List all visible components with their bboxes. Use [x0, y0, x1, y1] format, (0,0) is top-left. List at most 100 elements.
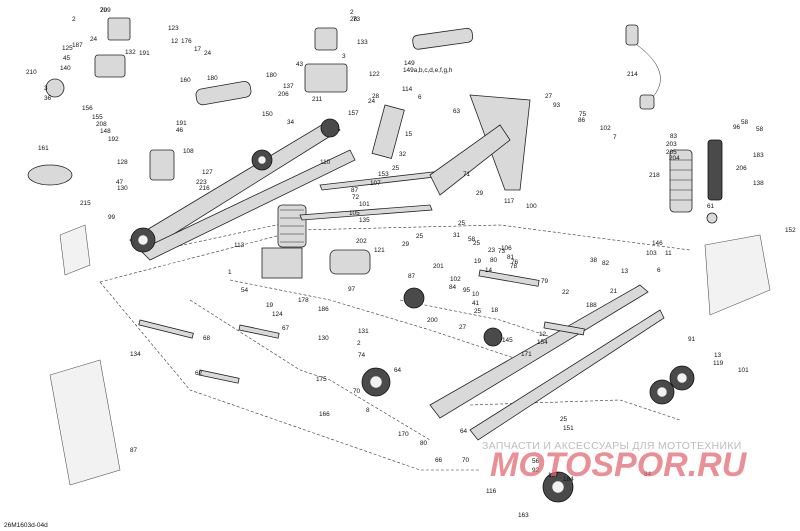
callout-85: 105 — [349, 210, 360, 217]
callout-159: 82 — [602, 260, 610, 267]
callout-142: 101 — [738, 367, 749, 374]
callout-19: 160 — [180, 77, 191, 84]
slide-rails — [138, 169, 665, 441]
callout-106: 41 — [472, 300, 480, 307]
watermark-text-line1: ЗАПЧАСТИ И АКСЕССУАРЫ ДЛЯ МОТОТЕХНИКИ — [482, 440, 742, 452]
callout-111: 22 — [562, 289, 570, 296]
callout-95: 23 — [488, 247, 496, 254]
callout-53: 149 — [404, 60, 415, 67]
callout-84: 101 — [359, 201, 370, 208]
callout-112: 188 — [586, 302, 597, 309]
callout-37: 34 — [287, 119, 295, 126]
callout-52: 180 — [266, 72, 277, 79]
idler-wheels — [483, 327, 695, 503]
callout-91: 25 — [416, 233, 424, 240]
callout-105: 10 — [472, 291, 480, 298]
callout-114: 1 — [228, 269, 232, 276]
callout-174: 76 — [511, 259, 519, 266]
callout-92: 29 — [402, 241, 410, 248]
callout-64: 102 — [600, 125, 611, 132]
callout-127: 74 — [358, 352, 366, 359]
callout-137: 12 — [539, 331, 547, 338]
callout-58: 15 — [405, 131, 413, 138]
callout-133: 170 — [398, 431, 409, 438]
callout-40: 113 — [234, 242, 245, 249]
callout-147: 92 — [532, 467, 540, 474]
callout-141: 119 — [713, 360, 724, 367]
callout-10: 3 — [44, 85, 48, 92]
callout-107: 25 — [474, 308, 482, 315]
callout-155: 87 — [130, 447, 138, 454]
callout-63: 86 — [578, 117, 586, 124]
callout-138: 154 — [537, 339, 548, 346]
callout-44: 43 — [296, 61, 304, 68]
callout-2: 2 — [72, 16, 76, 23]
callout-77: 152 — [785, 227, 796, 234]
callout-29: 128 — [117, 159, 128, 166]
callout-49: 211 — [312, 96, 323, 103]
callout-125: 131 — [358, 328, 369, 335]
callout-74: 206 — [736, 165, 747, 172]
callout-175: 78 — [510, 263, 518, 270]
callout-140: 13 — [714, 352, 722, 359]
callout-3: 123 — [168, 25, 179, 32]
callout-90: 31 — [453, 232, 461, 239]
callout-98: 121 — [374, 247, 385, 254]
callout-35: 215 — [80, 200, 91, 207]
callout-131: 166 — [319, 411, 330, 418]
callout-39: 110 — [320, 159, 331, 166]
callout-102: 102 — [450, 276, 461, 283]
callout-9: 210 — [26, 69, 37, 76]
callout-145: 64 — [460, 428, 468, 435]
callout-143: 25 — [560, 416, 568, 423]
callout-55: 214 — [627, 71, 638, 78]
callout-124: 130 — [318, 335, 329, 342]
diagram-code: 26M1603d-04d — [4, 522, 48, 529]
callout-129: 175 — [316, 376, 327, 383]
callout-79: 25 — [392, 165, 400, 172]
callout-123: 186 — [318, 306, 329, 313]
callout-62: 75 — [579, 111, 587, 118]
front-arm-assembly — [129, 118, 356, 261]
callout-82: 87 — [351, 187, 359, 194]
callout-48: 206 — [278, 91, 289, 98]
top-hardware — [27, 17, 531, 196]
callout-76: 61 — [707, 203, 715, 210]
sensor-cable — [625, 24, 661, 110]
callout-7: 45 — [63, 55, 71, 62]
callout-30: 47 — [116, 179, 124, 186]
callout-38: 150 — [262, 111, 273, 118]
callout-81: 107 — [370, 180, 381, 187]
callout-153: 116 — [486, 488, 497, 495]
callout-120: 134 — [130, 351, 141, 358]
callout-100: 201 — [433, 263, 444, 270]
callout-149: 184 — [563, 476, 574, 483]
callout-68: 205 — [666, 149, 677, 156]
callout-87: 202 — [356, 238, 367, 245]
callout-45: 3 — [342, 53, 346, 60]
callout-6: 125 — [62, 45, 73, 52]
callout-97: 146 — [652, 240, 663, 247]
callout-88: 117 — [504, 198, 515, 205]
callout-69: 204 — [669, 155, 680, 162]
callout-72: 58 — [756, 126, 764, 133]
assembly-guide-lines — [99, 219, 691, 471]
callout-132: 8 — [366, 407, 370, 414]
callout-144: 151 — [563, 425, 574, 432]
callout-25: 191 — [176, 120, 187, 127]
callout-108: 200 — [427, 317, 438, 324]
callout-158: 71 — [463, 171, 471, 178]
callout-135: 145 — [502, 337, 513, 344]
callout-163: 11 — [665, 250, 672, 257]
ghost-frame-parts — [49, 224, 771, 486]
front-shock-right — [669, 139, 723, 224]
callout-173: 81 — [507, 254, 515, 261]
callout-61: 93 — [553, 102, 561, 109]
callout-122: 178 — [298, 297, 309, 304]
callout-15: 176 — [181, 38, 192, 45]
callout-136: 171 — [521, 351, 532, 358]
callout-1: 209 — [100, 7, 111, 14]
callout-156: 58 — [468, 236, 476, 243]
callout-161: 13 — [621, 268, 629, 275]
callout-43: 133 — [357, 39, 368, 46]
